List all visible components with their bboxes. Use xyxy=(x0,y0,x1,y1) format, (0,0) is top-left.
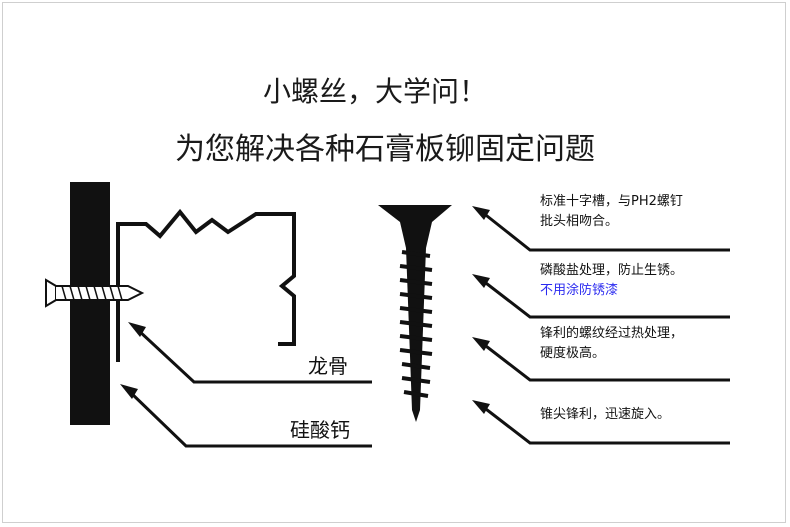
note-thread-line2: 硬度极高。 xyxy=(540,346,606,361)
note-thread: 锋利的螺纹经过热处理， 硬度极高。 xyxy=(540,324,683,364)
note-phosphate: 磷酸盐处理，防止生锈。 不用涂防锈漆 xyxy=(540,261,683,301)
drywall-screw xyxy=(378,205,452,422)
label-keel: 龙骨 xyxy=(308,354,348,378)
callout-tip xyxy=(472,400,730,445)
headline-slogan: 小螺丝，大学问！ xyxy=(262,75,487,108)
headline-subtitle: 为您解决各种石膏板铆固定问题 xyxy=(175,132,595,167)
callout-calcium-silicate xyxy=(120,384,372,448)
note-phosphate-line2: 不用涂防锈漆 xyxy=(540,283,619,298)
note-cross-slot-line1: 标准十字槽，与PH2螺钉 xyxy=(540,194,683,209)
note-phosphate-line1: 磷酸盐处理，防止生锈。 xyxy=(540,263,684,278)
callout-keel xyxy=(128,322,372,384)
label-calcium-silicate: 硅酸钙 xyxy=(290,418,350,442)
note-cross-slot: 标准十字槽，与PH2螺钉 批头相吻合。 xyxy=(540,192,683,232)
note-tip-line1: 锥尖锋利，迅速旋入。 xyxy=(540,407,671,422)
calcium-silicate-board xyxy=(70,182,110,425)
note-cross-slot-line2: 批头相吻合。 xyxy=(540,214,619,229)
callout-thread xyxy=(472,337,730,382)
keel-profile xyxy=(116,208,296,362)
note-thread-line1: 锋利的螺纹经过热处理， xyxy=(540,326,684,341)
callout-phosphate xyxy=(472,274,730,319)
callout-cross-slot xyxy=(472,206,730,252)
installed-screw xyxy=(45,278,145,308)
note-tip: 锥尖锋利，迅速旋入。 xyxy=(540,405,670,425)
